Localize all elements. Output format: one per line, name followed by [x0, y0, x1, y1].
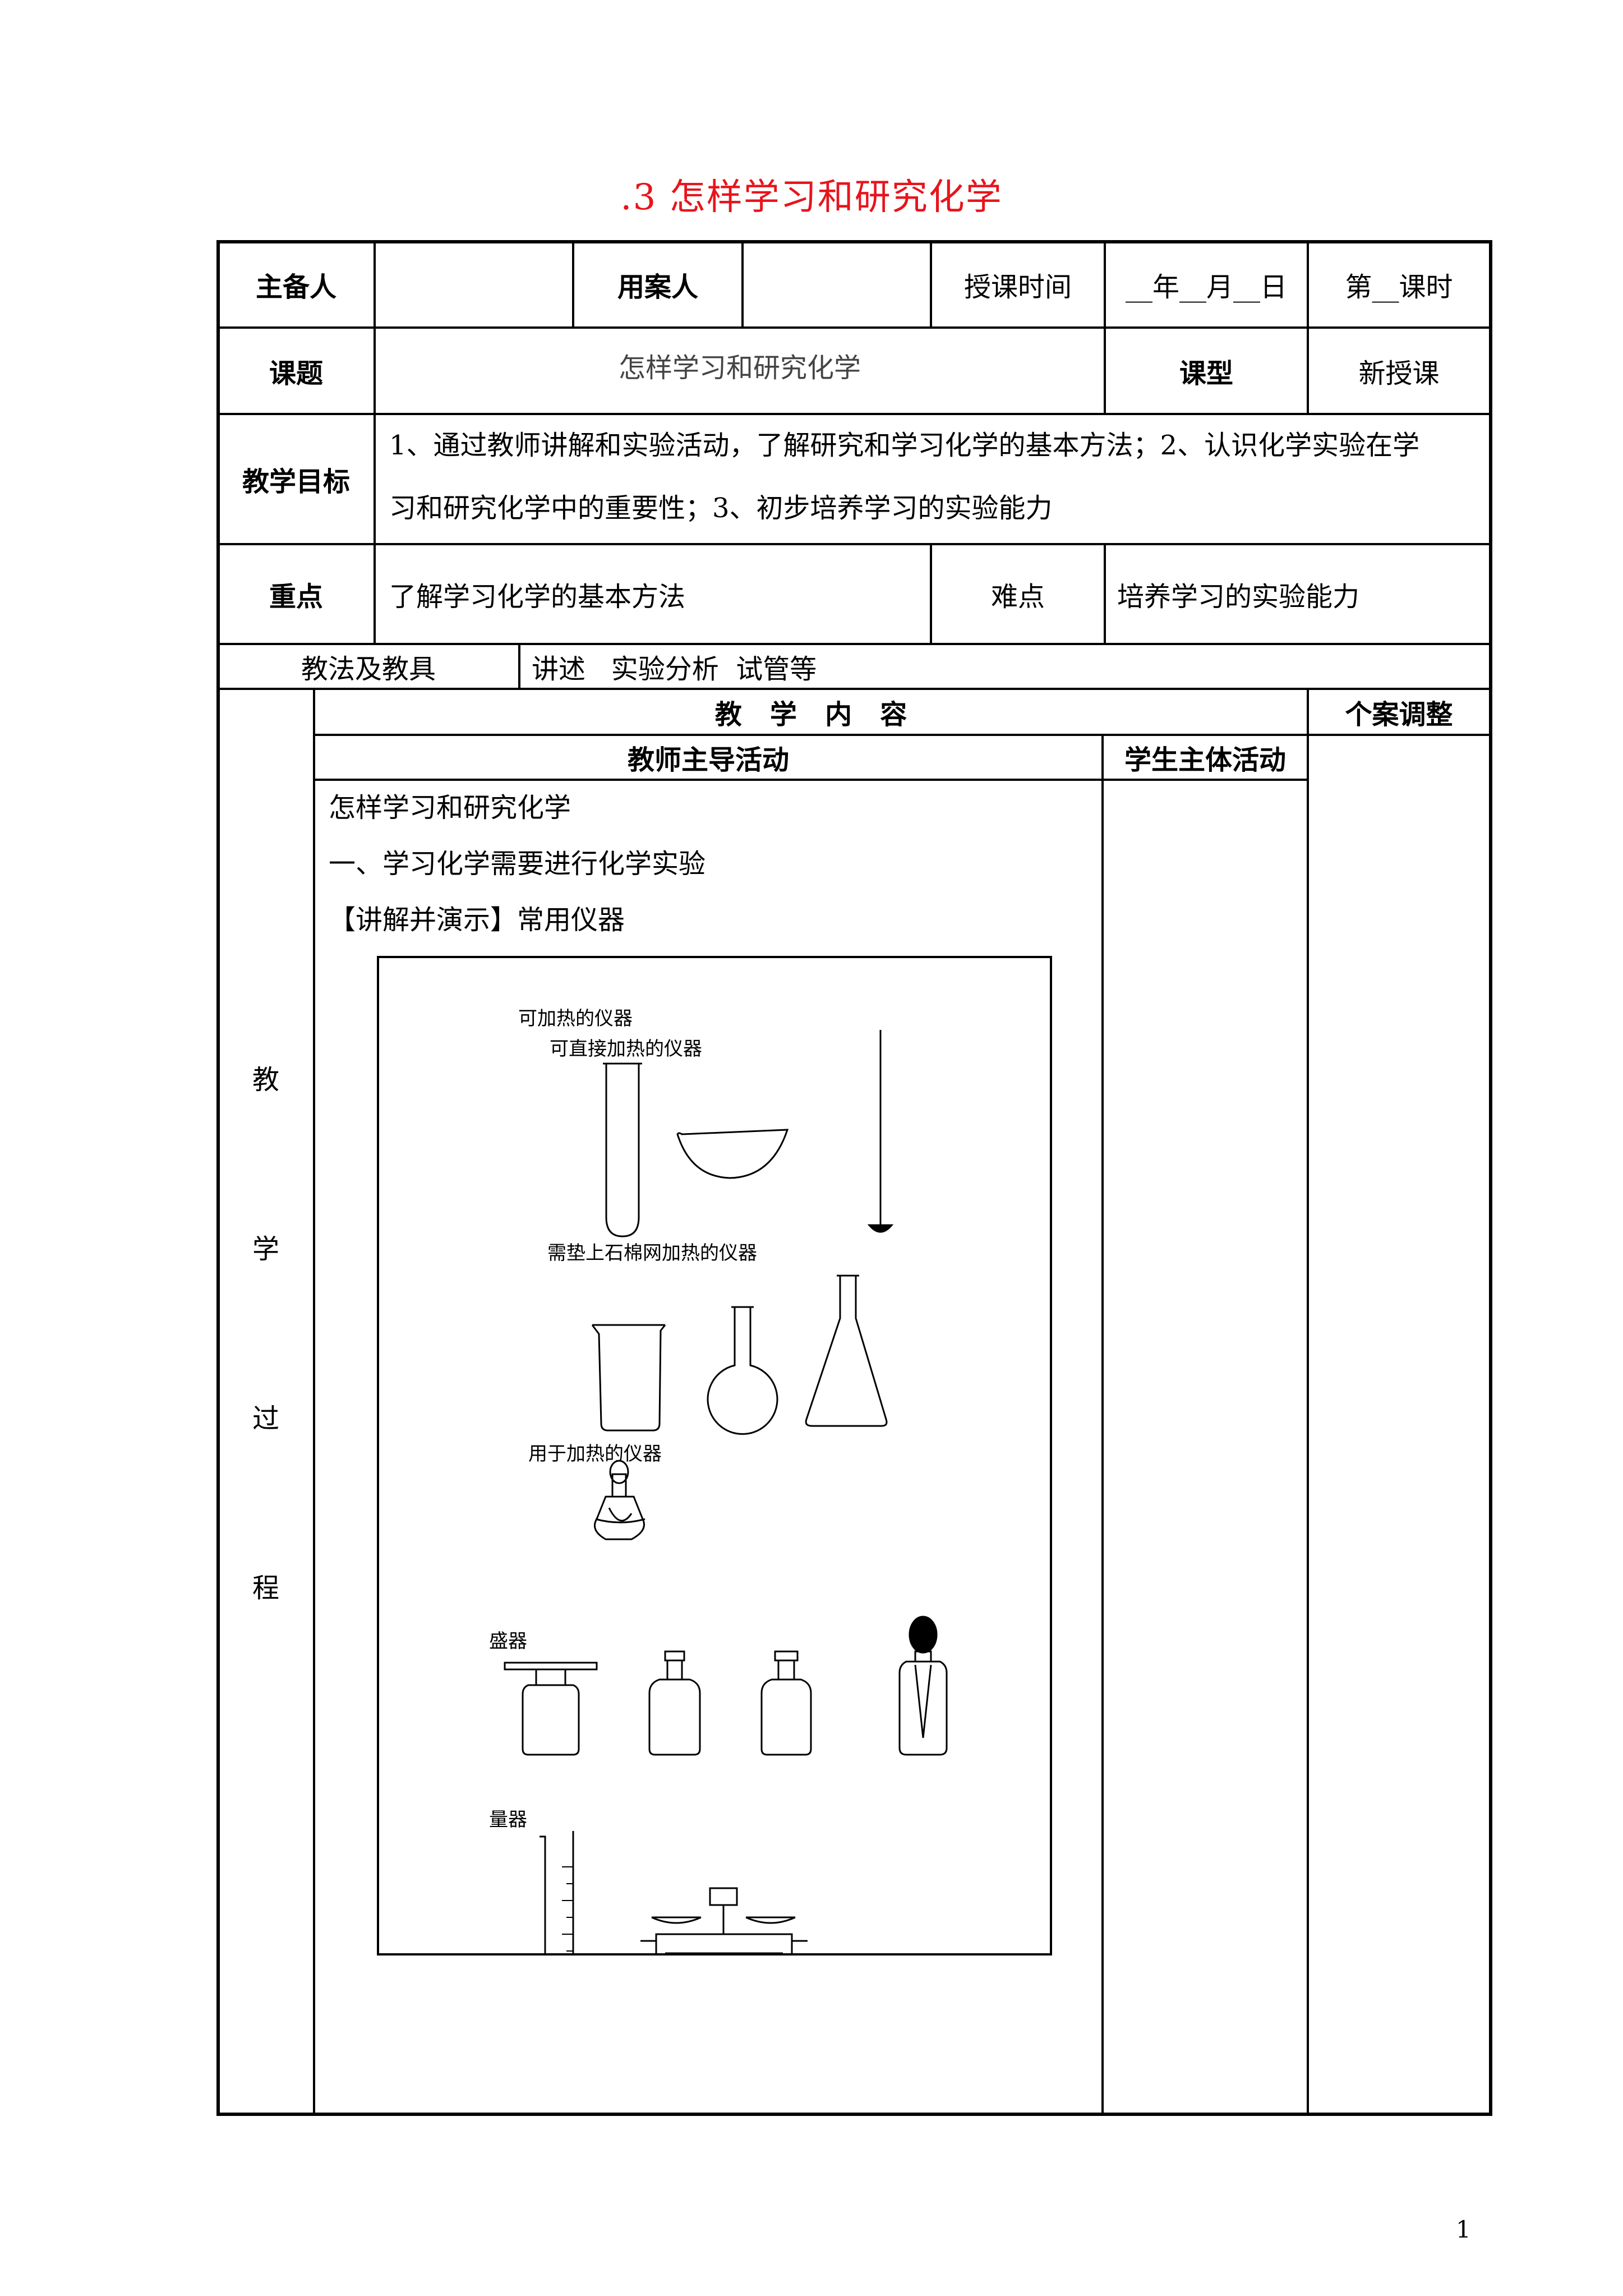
evaporating-dish-icon [676, 1129, 789, 1179]
methods-label: 教法及教具 [301, 654, 436, 685]
r1-col-1 [374, 240, 376, 328]
label-measuring: 量器 [489, 1809, 527, 1831]
goals-text-line-2: 习和研究化学中的重要性；3、初步培养学习的实验能力 [389, 493, 1053, 524]
teacher-activity-header: 教师主导活动 [627, 744, 789, 776]
row-divider-2 [216, 413, 1492, 415]
label-heatable: 可加热的仪器 [518, 1007, 633, 1030]
type-label: 课型 [1179, 358, 1233, 389]
apparatus-drawings [504, 1030, 948, 1953]
row-divider-5 [216, 688, 1492, 690]
period-field: 第__课时 [1345, 272, 1453, 303]
process-side-char-1: 教 [252, 1064, 279, 1096]
dropper-bottle-icon [898, 1616, 948, 1756]
r1-col-5 [1104, 240, 1106, 328]
preparer-value[interactable] [376, 242, 572, 326]
preparer-label: 主备人 [255, 272, 336, 303]
document-title: .3 怎样学习和研究化学 [620, 177, 1003, 218]
key-point-label: 重点 [269, 581, 323, 613]
difficulty-value: 培养学习的实验能力 [1117, 581, 1360, 613]
alcohol-lamp-icon [594, 1460, 645, 1540]
table-border-top [216, 240, 1492, 243]
label-for-heating: 用于加热的仪器 [528, 1443, 662, 1465]
row-divider-4 [216, 643, 1492, 645]
row-divider-3 [216, 543, 1492, 545]
content-header-divider [314, 734, 1492, 736]
r3-col-1 [374, 413, 376, 544]
topic-label: 课题 [269, 358, 323, 389]
process-side-char-2: 学 [252, 1234, 279, 1265]
content-line-3: 【讲解并演示】常用仪器 [329, 904, 625, 936]
r4-col-3 [1104, 543, 1106, 644]
content-header: 教 学 内 容 [714, 699, 907, 730]
table-border-bottom [216, 2113, 1492, 2116]
round-bottom-flask-icon [707, 1306, 778, 1435]
student-col-divider [1101, 734, 1104, 2114]
narrow-mouth-bottle-icon [760, 1650, 812, 1756]
page-number: 1 [1456, 2216, 1471, 2243]
student-activity-header: 学生主体活动 [1124, 744, 1286, 776]
r4-col-1 [374, 543, 376, 644]
r1-col-6 [1307, 240, 1309, 328]
content-line-2: 一、学习化学需要进行化学实验 [329, 848, 706, 880]
user-value[interactable] [744, 242, 930, 326]
adjust-header: 个案调整 [1345, 699, 1453, 730]
user-label: 用案人 [617, 272, 698, 303]
process-side-char-3: 过 [252, 1403, 279, 1434]
r2-col-3 [1307, 326, 1309, 414]
graduated-cylinder-icon [540, 1831, 574, 1953]
key-point-value: 了解学习化学的基本方法 [389, 581, 686, 613]
type-value: 新授课 [1358, 358, 1440, 389]
row-divider-1 [216, 326, 1492, 329]
label-containers: 盛器 [489, 1630, 527, 1653]
r4-col-2 [930, 543, 932, 644]
r1-col-4 [930, 240, 932, 328]
erlenmeyer-flask-icon [805, 1274, 888, 1427]
activity-header-divider [314, 779, 1309, 781]
r2-col-1 [374, 326, 376, 414]
content-line-1: 怎样学习和研究化学 [329, 792, 571, 823]
time-label: 授课时间 [963, 272, 1072, 303]
difficulty-label: 难点 [990, 581, 1045, 613]
methods-value: 讲述 实验分析 试管等 [532, 654, 817, 685]
cylinder-scale-icon [562, 1866, 573, 1952]
topic-value: 怎样学习和研究化学 [618, 352, 861, 384]
r2-col-2 [1104, 326, 1106, 414]
adjust-col-divider [1307, 688, 1309, 2114]
table-border-right [1489, 240, 1492, 2116]
goals-text-line-1: 1、通过教师讲解和实验活动，了解研究和学习化学的基本方法；2、认识化学实验在学 [389, 430, 1420, 461]
label-asbestos-heat: 需垫上石棉网加热的仪器 [547, 1242, 757, 1264]
label-direct-heat: 可直接加热的仪器 [550, 1038, 702, 1060]
r1-col-2 [572, 240, 574, 328]
table-border-left [216, 240, 220, 2116]
goals-label: 教学目标 [242, 466, 350, 498]
reagent-bottle-icon [648, 1650, 701, 1756]
apparatus-figure: 可加热的仪器 可直接加热的仪器 需垫上石棉网加热的仪器 用于加热的仪器 盛器 量… [377, 956, 1052, 1955]
test-tube-icon [603, 1062, 642, 1237]
process-side-divider [313, 688, 315, 2114]
r5-col-1 [518, 643, 520, 689]
date-field: __年__月__日 [1125, 272, 1287, 303]
r1-col-3 [741, 240, 744, 328]
process-side-char-4: 程 [252, 1572, 279, 1604]
combustion-spoon-icon [867, 1030, 894, 1233]
beaker-icon [591, 1324, 666, 1432]
balance-scale-icon [640, 1887, 808, 1953]
wide-mouth-bottle-icon [504, 1662, 598, 1756]
